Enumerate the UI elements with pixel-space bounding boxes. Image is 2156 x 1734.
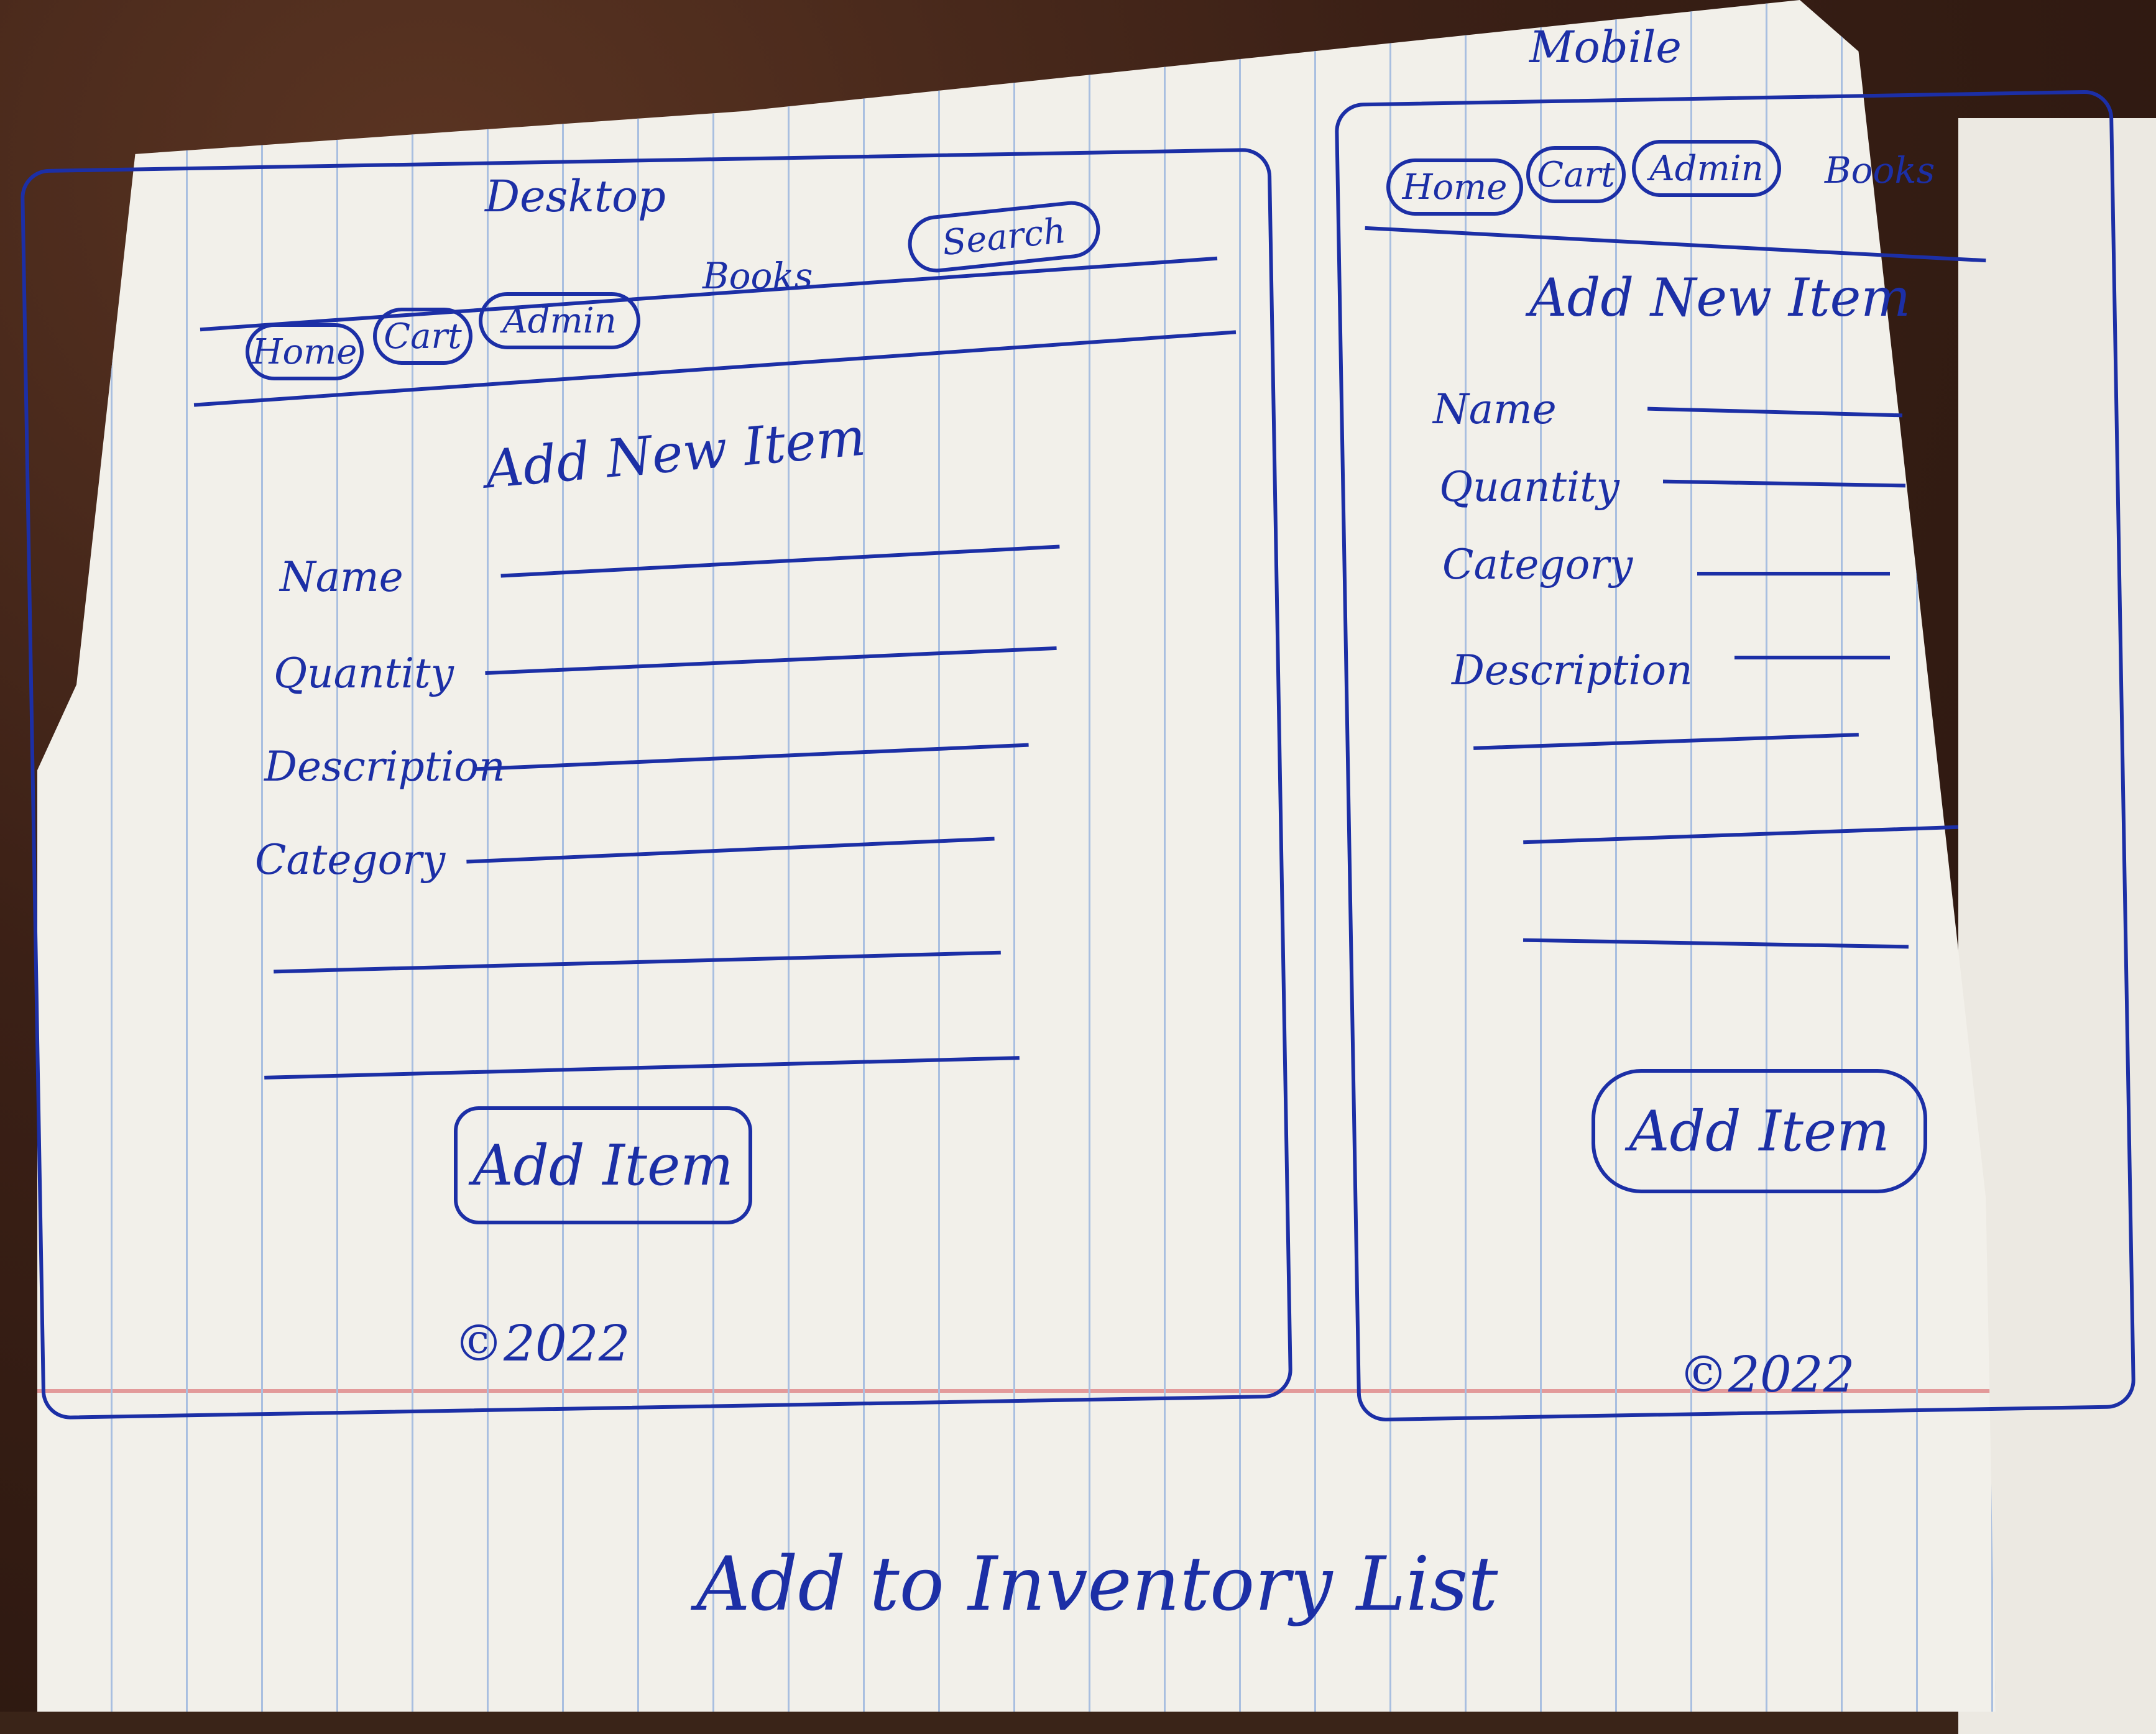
mobile-copyright: ©2022: [1679, 1346, 1855, 1403]
mobile-add-item-button[interactable]: Add Item: [1592, 1069, 1927, 1193]
desktop-add-item-button[interactable]: Add Item: [454, 1106, 752, 1224]
desktop-frame: [20, 147, 1293, 1420]
mobile-label-name: Name: [1433, 385, 1557, 433]
mobile-nav-cart[interactable]: Cart: [1526, 146, 1626, 203]
mobile-nav-admin[interactable]: Admin: [1632, 140, 1781, 197]
next-notebook-page: [1958, 118, 2156, 1734]
mobile-nav-home[interactable]: Home: [1386, 158, 1523, 216]
desktop-nav-home[interactable]: Home: [246, 323, 364, 380]
mobile-caption: Mobile: [1529, 22, 1682, 73]
mobile-label-quantity: Quantity: [1439, 463, 1619, 511]
page-title: Add to Inventory List: [696, 1541, 1498, 1628]
mobile-category-field[interactable]: [1697, 572, 1890, 576]
mobile-label-description: Description: [1452, 646, 1693, 694]
mobile-label-category: Category: [1442, 541, 1633, 589]
desktop-nav-cart[interactable]: Cart: [373, 308, 472, 365]
mobile-heading: Add New Item: [1529, 267, 1911, 328]
notebook-page: [37, 0, 1996, 1712]
desktop-label-category: Category: [255, 836, 446, 884]
desktop-nav-admin[interactable]: Admin: [479, 292, 640, 349]
mobile-nav-books[interactable]: Books: [1825, 149, 1935, 191]
desktop-nav-books[interactable]: Books: [703, 255, 813, 297]
desktop-caption: Desktop: [485, 171, 666, 222]
desktop-label-quantity: Quantity: [274, 649, 454, 697]
desktop-label-name: Name: [280, 553, 403, 601]
desktop-label-description: Description: [264, 743, 505, 791]
mobile-description-field[interactable]: [1734, 656, 1890, 659]
desktop-copyright: ©2022: [454, 1314, 630, 1372]
